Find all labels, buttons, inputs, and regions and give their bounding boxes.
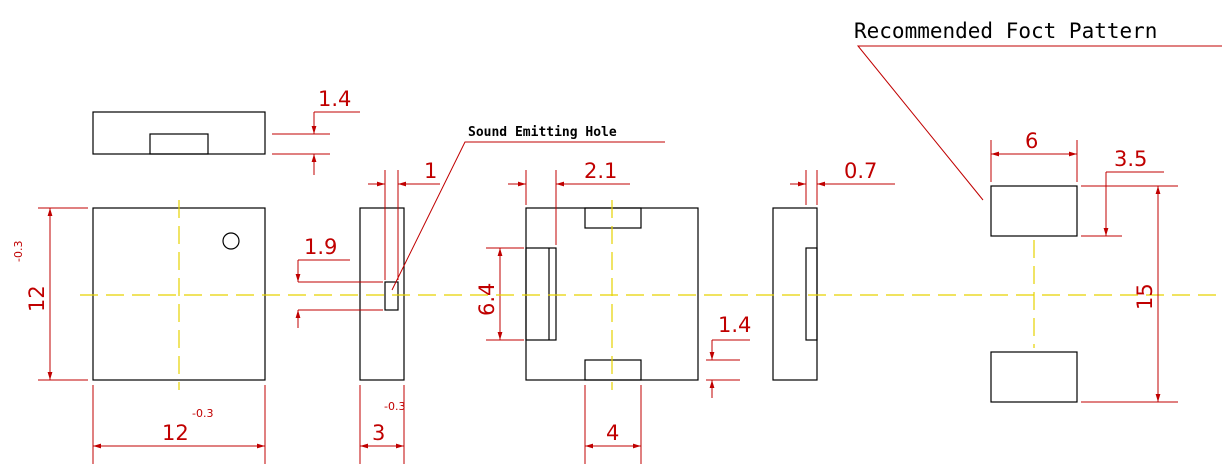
dim-right-side: 0.7 <box>844 159 877 183</box>
side-view: 1 1.9 3 -0.3 Sound Emitting Hole <box>295 125 665 464</box>
right-side-view: 0.7 <box>772 159 895 381</box>
dim-top-height: 1.4 <box>318 87 351 111</box>
dim-bottom-width-tol: -0.3 <box>192 407 213 420</box>
bottom-side-pad <box>525 247 557 341</box>
side-view-outline <box>359 207 405 381</box>
dim-bottom-width: 12 <box>162 421 189 445</box>
right-side-outline <box>772 207 818 381</box>
dim-side-thickness: 3 <box>372 421 385 445</box>
top-view-hatched-slot <box>149 133 209 155</box>
top-view-outline <box>92 111 266 155</box>
sound-hole-circle <box>222 232 240 250</box>
top-view: 1.4 <box>92 87 360 175</box>
dim-left-height-tol: -0.3 <box>12 241 25 262</box>
bottom-pad-top <box>584 207 642 229</box>
dim-bottom-pad-width: 2.1 <box>584 159 617 183</box>
dim-hole-size: 1.9 <box>304 235 337 259</box>
dim-bottom-pad-height: 6.4 <box>475 283 499 316</box>
sound-hole-label: Sound Emitting Hole <box>468 125 617 140</box>
footprint-pad-bottom <box>990 351 1078 403</box>
dim-side-thickness-tol: -0.3 <box>384 400 405 413</box>
side-view-hole <box>384 281 399 311</box>
dim-bottom-pad-gap: 1.4 <box>718 313 751 337</box>
dim-left-height: 12 <box>25 285 49 312</box>
footprint-pad-top <box>990 185 1078 237</box>
dim-bottom-pad-span: 4 <box>606 421 619 445</box>
bottom-view: 2.1 6.4 1.4 4 <box>475 159 751 464</box>
footprint-title: Recommended Foct Pattern <box>854 19 1157 43</box>
dim-fp-width: 6 <box>1025 129 1038 153</box>
front-view: 12 -0.3 12 -0.3 <box>12 200 266 464</box>
right-side-pad <box>805 247 818 341</box>
bottom-pad-bottom <box>584 359 642 381</box>
footprint: 6 3.5 15 Recommended Foct Pattern <box>854 19 1222 403</box>
dim-fp-height: 3.5 <box>1114 147 1147 171</box>
dim-hole-offset: 1 <box>424 159 437 183</box>
dim-fp-span: 15 <box>1133 283 1157 310</box>
